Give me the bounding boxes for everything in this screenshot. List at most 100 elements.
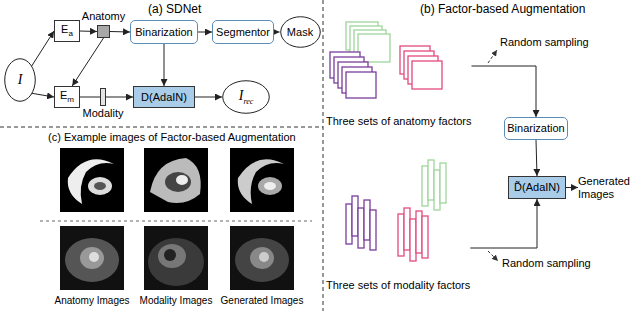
encoder-box: Ea xyxy=(54,20,80,42)
column-label: Modality Images xyxy=(140,295,213,307)
node-text: Three sets of modality factors xyxy=(326,279,470,292)
connector xyxy=(31,93,54,97)
factor-group: Three sets of anatomy factors xyxy=(326,20,472,128)
image-ground xyxy=(144,226,208,290)
anatomy-shape xyxy=(94,182,106,190)
subscript: rec xyxy=(243,97,253,106)
node-text: Anatomy xyxy=(82,10,125,23)
connector xyxy=(536,140,537,176)
factor-bar xyxy=(352,196,358,236)
node-text: Binarization xyxy=(507,122,564,135)
anatomy-shape xyxy=(88,177,112,195)
output-text: Generated Images xyxy=(578,174,636,201)
factor-bar xyxy=(370,210,376,250)
body-shape xyxy=(65,238,119,282)
purple-modality-stack xyxy=(346,196,376,250)
connector xyxy=(164,44,165,86)
connector xyxy=(274,32,280,33)
anatomy-shape xyxy=(150,158,201,203)
connector xyxy=(31,31,54,67)
factor-bar xyxy=(434,170,440,210)
image-ground xyxy=(144,148,208,212)
modality-image-1 xyxy=(144,148,208,212)
connector xyxy=(72,38,103,86)
panel-divider xyxy=(0,127,323,128)
generated-image-1 xyxy=(230,148,294,212)
panel-title: (a) SDNet xyxy=(148,3,201,17)
row-divider xyxy=(40,221,312,222)
green-modality-stack xyxy=(422,160,446,210)
purple-anatomy-stack xyxy=(330,52,376,98)
anatomy-shape xyxy=(176,175,188,185)
connector xyxy=(198,32,212,33)
node-text: Mask xyxy=(287,26,313,39)
factor-bar xyxy=(404,208,410,250)
image-ground xyxy=(230,148,294,212)
ellipse-shape xyxy=(280,17,320,48)
subscript: a xyxy=(68,30,72,39)
factor-bar xyxy=(428,160,434,200)
connector xyxy=(470,199,537,248)
process-box: Binarization xyxy=(130,20,198,44)
subscript: m xyxy=(67,96,74,105)
connector xyxy=(110,31,130,33)
factor-square xyxy=(412,61,442,89)
output-ellipse: Irec xyxy=(222,80,270,114)
connector xyxy=(80,31,97,33)
column-label: Anatomy Images xyxy=(54,295,129,307)
anatomy-image-2 xyxy=(60,226,124,290)
anatomy-factor: Anatomy xyxy=(97,25,110,38)
node-text: Three sets of anatomy factors xyxy=(326,115,472,128)
factor-group: Three sets of modality factors xyxy=(326,160,470,292)
anatomy-image-1 xyxy=(60,148,124,212)
node-text: Modality xyxy=(83,107,124,120)
node-text: Binarization xyxy=(135,26,192,39)
node-text: D(AdaIN) xyxy=(141,91,187,104)
annotation: Random sampling xyxy=(500,36,589,49)
output-ellipse: Mask xyxy=(280,16,321,48)
anatomy-shape xyxy=(238,159,284,204)
heart-shape xyxy=(158,244,186,268)
factor-bar xyxy=(358,208,364,248)
body-shape xyxy=(148,238,204,286)
node-text: D̃(AdaIN) xyxy=(514,181,560,194)
pink-anatomy-stack xyxy=(400,46,442,89)
heart-shape xyxy=(259,252,269,262)
sampling-arrow xyxy=(488,251,498,261)
factor-bar xyxy=(346,204,352,244)
panel-title: (c) Example images of Factor-based Augme… xyxy=(48,131,296,144)
modality-factor: Modality xyxy=(100,88,106,106)
anatomy-shape xyxy=(165,172,191,192)
factor-bar xyxy=(364,200,370,240)
modality-image-2 xyxy=(144,226,208,290)
pink-modality-stack xyxy=(398,208,428,261)
generated-image-2 xyxy=(230,226,294,290)
node-text: Segmentor xyxy=(216,26,270,39)
ellipse-shape xyxy=(223,81,270,114)
factor-bar xyxy=(398,214,404,256)
connector xyxy=(106,97,133,98)
node-text: Irec xyxy=(239,88,254,106)
heart-shape xyxy=(80,247,104,269)
node-text: I xyxy=(18,72,23,88)
panel-divider xyxy=(323,0,324,311)
annotation: Random sampling xyxy=(502,257,591,270)
factor-bar xyxy=(422,216,428,258)
heart-shape xyxy=(89,252,99,262)
image-ground xyxy=(60,226,124,290)
anatomy-shape xyxy=(258,177,282,195)
anatomy-shape xyxy=(264,182,276,190)
encoder-box: Em xyxy=(54,86,80,108)
decoder-box: D(AdaIN) xyxy=(133,86,195,108)
node-text: Ea xyxy=(61,23,73,38)
anatomy-shape xyxy=(68,159,114,204)
process-box: Segmentor xyxy=(212,20,274,44)
decoder-box: D̃(AdaIN) xyxy=(508,176,566,199)
input-ellipse: I xyxy=(4,58,36,102)
heart-shape xyxy=(250,247,274,269)
factor-bar xyxy=(440,163,446,203)
connector xyxy=(566,187,578,188)
connector xyxy=(472,66,537,117)
factor-square xyxy=(346,72,376,98)
